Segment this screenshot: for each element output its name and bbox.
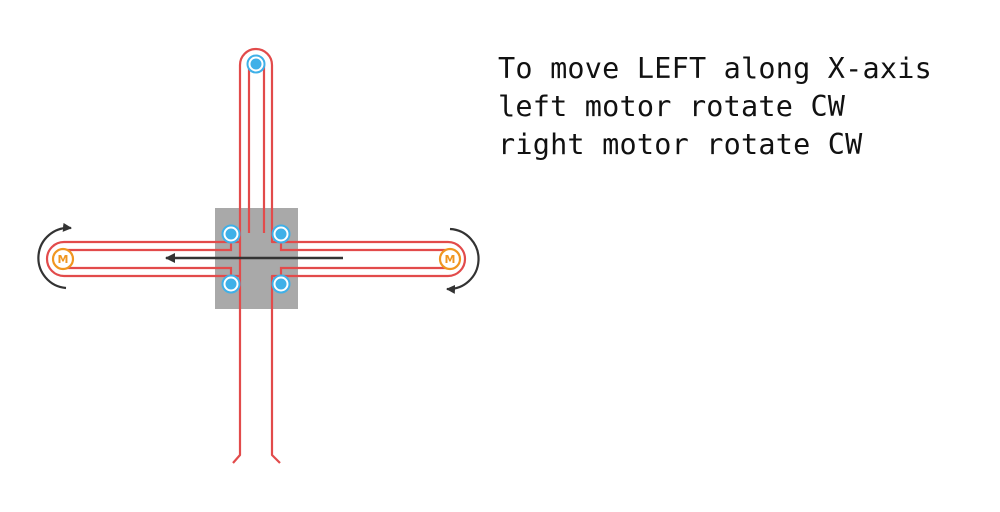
instruction-line-3: right motor rotate CW [498,128,863,161]
instruction-line-2: left motor rotate CW [498,90,846,123]
left-motor-label: M [58,253,69,266]
right-motor-cw-rotation-icon [446,227,480,294]
right-motor-label: M [445,253,456,266]
belt-outer [232,47,467,464]
right-motor: M [438,247,462,271]
instruction-text: To move LEFT along X-axis left motor rot… [498,50,932,164]
left-motor: M [51,247,75,271]
left-motor-cw-rotation-icon [37,222,72,290]
instruction-line-1: To move LEFT along X-axis [498,52,932,85]
belt-left-loop [45,240,241,278]
